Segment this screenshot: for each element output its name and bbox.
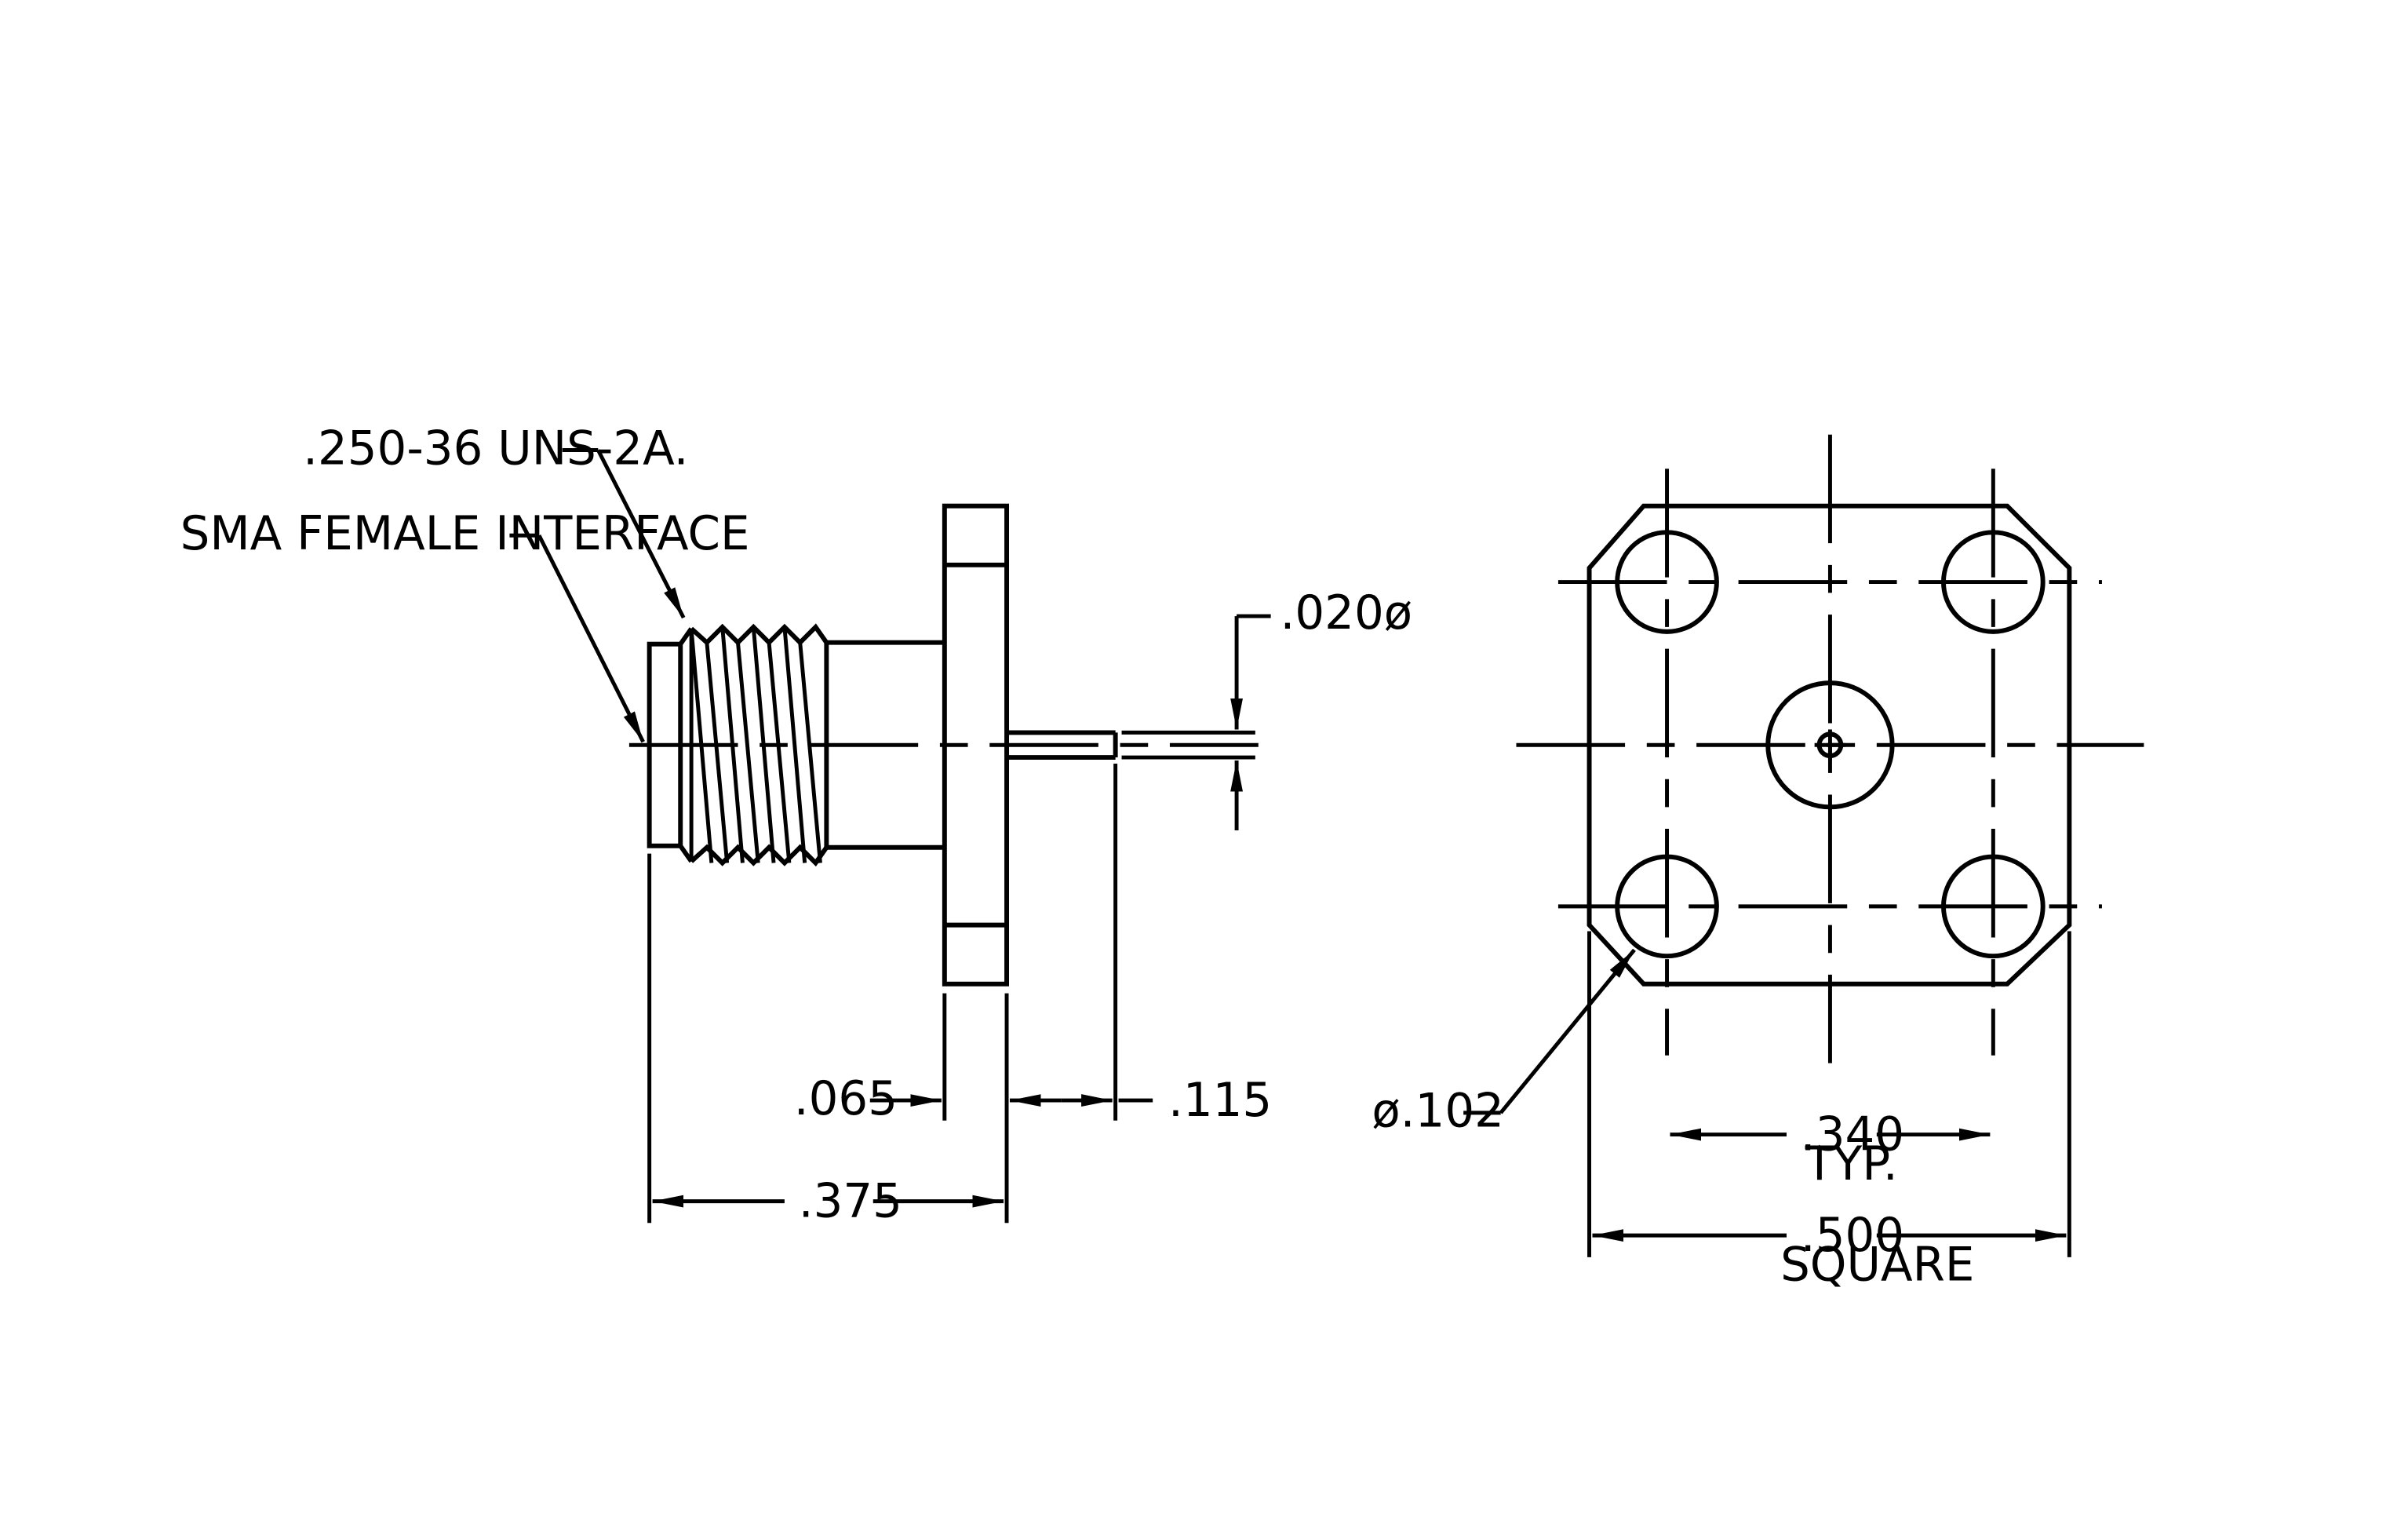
- flange-size-dimension: .500 SQUARE: [1592, 1208, 2067, 1292]
- interface-callout: SMA FEMALE INTERFACE: [180, 506, 750, 743]
- flange-thickness-dimension: .065: [794, 1071, 942, 1125]
- thread-callout: .250-36 UNS-2A.: [303, 421, 689, 619]
- pin-diameter-dimension: .020ø: [1230, 585, 1413, 830]
- interface-callout-label: SMA FEMALE INTERFACE: [180, 506, 750, 560]
- flange-size-label: .500: [1801, 1208, 1904, 1262]
- front-extension-lines: [1587, 931, 2071, 1257]
- pin-length-dimension: .115: [1010, 1073, 1272, 1127]
- hole-spacing-label: .340: [1801, 1107, 1904, 1161]
- mounting-hole: [1941, 854, 2046, 959]
- threaded-body: [678, 623, 829, 867]
- pin-length-label: .115: [1168, 1073, 1272, 1127]
- mounting-hole: [1615, 530, 1719, 634]
- overall-length-label: .375: [799, 1173, 902, 1227]
- flange-side: [942, 503, 1010, 987]
- side-extension-lines: [647, 763, 1118, 1224]
- pin-diameter-label: .020ø: [1281, 585, 1413, 640]
- dielectric-circle: [1765, 680, 1895, 810]
- side-view: .250-36 UNS-2A. SMA FEMALE INTERFACE .02…: [180, 421, 1412, 1227]
- flange-front-outline: [1587, 503, 2072, 987]
- connector-shank: [826, 640, 945, 850]
- front-view: ø.102 .340 TYP. .500 SQUARE: [1372, 434, 2144, 1292]
- hole-spacing-note: TYP.: [1805, 1136, 1898, 1191]
- center-pin: [1007, 730, 1255, 760]
- hole-spacing-dimension: .340 TYP.: [1670, 1107, 1991, 1191]
- hole-diameter-label: ø.102: [1372, 1084, 1504, 1138]
- mounting-hole: [1615, 854, 1719, 959]
- mounting-holes: [1615, 530, 2046, 959]
- flange-size-note: SQUARE: [1780, 1238, 1974, 1292]
- thread-callout-label: .250-36 UNS-2A.: [303, 421, 688, 475]
- interface-lip: [647, 641, 683, 848]
- flange-thickness-label: .065: [794, 1071, 898, 1125]
- mounting-hole: [1941, 530, 2046, 634]
- overall-length-dimension: .375: [652, 1173, 1004, 1227]
- hole-diameter-callout: ø.102: [1372, 948, 1636, 1138]
